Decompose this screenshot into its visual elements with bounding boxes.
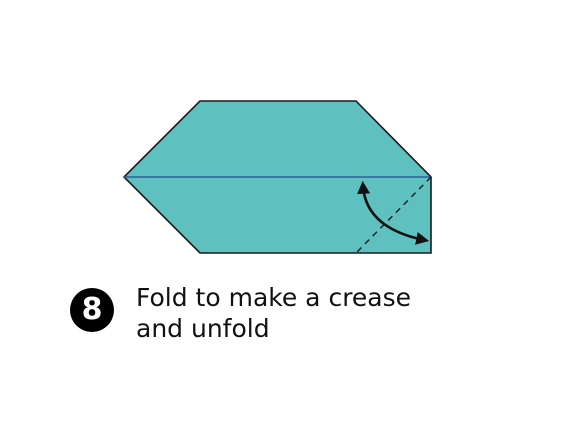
instruction-line-2: and unfold xyxy=(136,314,270,343)
instruction-line-1: Fold to make a crease xyxy=(136,283,412,312)
instruction-text: Fold to make a crease and unfold xyxy=(136,282,556,344)
curved-double-arrow-icon xyxy=(357,180,430,245)
step-number-badge: 8 xyxy=(70,288,114,332)
